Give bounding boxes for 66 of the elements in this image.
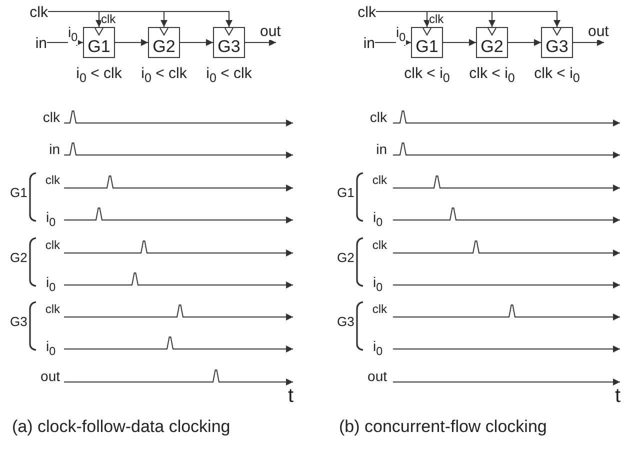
timing-condition: clk < i$_{0}$ xyxy=(533,65,581,87)
arrow xyxy=(376,11,560,28)
edge-label: i$_{0}$ xyxy=(396,24,406,46)
gate-box xyxy=(83,27,115,58)
arrow xyxy=(572,39,604,46)
signal-name: clk xyxy=(372,173,387,188)
caption: (a) clock-follow-data clocking xyxy=(12,417,230,438)
timing-condition: i$_{0}$ < clk xyxy=(75,65,123,87)
signal-name: clk xyxy=(42,108,60,125)
signal-name: clk xyxy=(45,302,60,316)
arrow xyxy=(442,39,476,46)
signal-name: clk xyxy=(45,173,60,188)
edge-label: clk xyxy=(429,13,444,26)
signal-name: clk xyxy=(353,4,376,21)
edge-label: clk xyxy=(101,13,116,26)
arrow xyxy=(374,39,412,46)
axis-label: t xyxy=(288,385,294,408)
signal-name: clk xyxy=(370,108,387,125)
signal-name: in xyxy=(49,140,60,157)
group-label: G1 xyxy=(337,185,354,200)
gate-label: G2 xyxy=(480,37,504,56)
axis-label: t xyxy=(615,385,621,408)
arrow xyxy=(48,11,232,28)
caption: (b) concurrent-flow clocking xyxy=(339,417,547,438)
signal-name: i$_{0}$ xyxy=(373,338,383,360)
gate-label: G1 xyxy=(414,37,440,56)
signal-name: clk xyxy=(45,238,60,252)
arrow xyxy=(244,39,276,46)
signal-name: clk xyxy=(25,4,48,21)
timing-condition: i$_{0}$ < clk xyxy=(140,65,188,87)
edge-label: i$_{0}$ xyxy=(68,24,78,46)
signal-name: i$_{0}$ xyxy=(46,274,56,296)
signal-name: clk xyxy=(372,302,387,316)
arrow xyxy=(46,39,84,46)
timing-condition: i$_{0}$ < clk xyxy=(205,65,253,87)
group-label: G2 xyxy=(337,250,354,266)
signal-name: out xyxy=(40,368,60,384)
gate-box xyxy=(148,27,180,58)
signal-name: i$_{0}$ xyxy=(46,208,56,231)
edge-label: out xyxy=(260,24,281,40)
timing-condition: clk < i$_{0}$ xyxy=(468,65,516,87)
timing-condition: clk < i$_{0}$ xyxy=(403,65,451,87)
signal-name: out xyxy=(368,368,387,384)
gate-box xyxy=(476,27,508,58)
gate-label: G3 xyxy=(216,37,242,56)
arrow xyxy=(508,39,542,46)
signal-name: i$_{0}$ xyxy=(46,338,56,360)
signal-name: i$_{0}$ xyxy=(373,208,383,231)
gate-label: G3 xyxy=(544,37,570,56)
gate-box xyxy=(541,27,573,58)
group-label: G2 xyxy=(10,250,28,266)
signal-name: clk xyxy=(372,238,387,252)
gate-label: G1 xyxy=(86,37,112,56)
arrow xyxy=(114,39,148,46)
gate-label: G2 xyxy=(152,37,176,56)
group-label: G3 xyxy=(337,314,354,330)
signal-name: in xyxy=(31,35,47,52)
signal-name: i$_{0}$ xyxy=(373,274,383,296)
gate-box xyxy=(411,27,443,58)
group-label: G1 xyxy=(10,185,28,200)
group-label: G3 xyxy=(10,314,28,330)
arrow xyxy=(180,39,214,46)
gate-box xyxy=(213,27,245,58)
edge-label: out xyxy=(588,24,609,40)
signal-name: in xyxy=(359,35,375,52)
signal-name: in xyxy=(376,140,387,157)
